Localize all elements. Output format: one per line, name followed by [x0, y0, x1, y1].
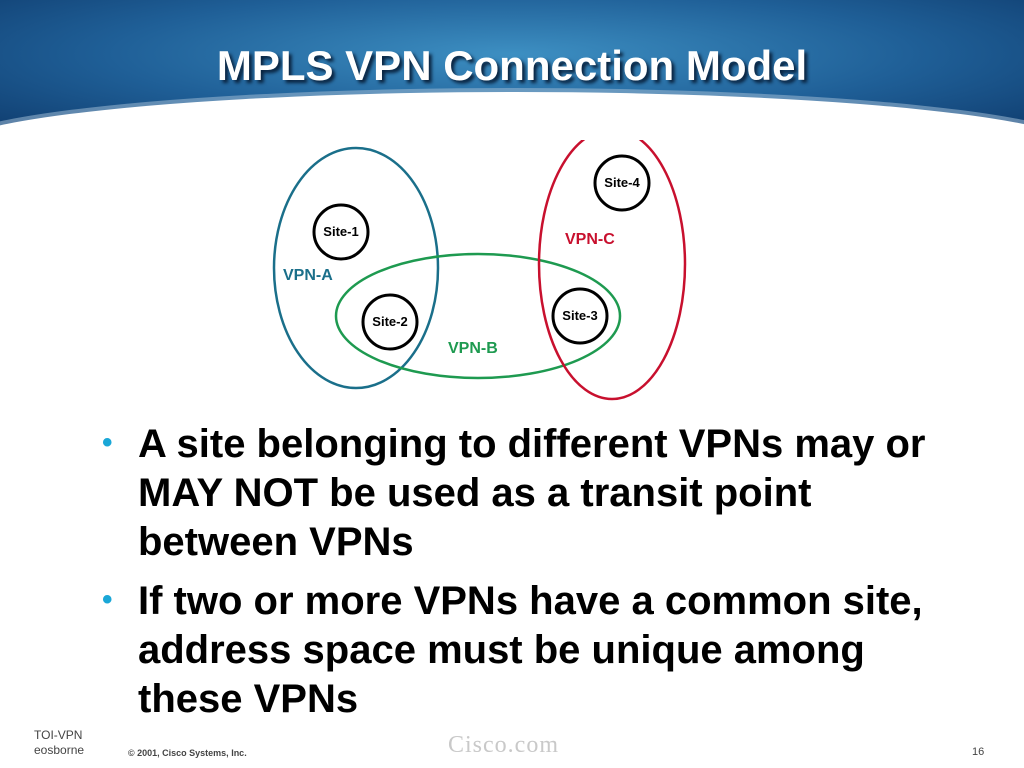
footer-course-info: TOI-VPN eosborne: [34, 728, 84, 758]
bullet-text: A site belonging to different VPNs may o…: [138, 422, 926, 564]
bullet-item: • A site belonging to different VPNs may…: [100, 420, 960, 567]
bullet-list: • A site belonging to different VPNs may…: [100, 420, 960, 734]
bullet-dot-icon: •: [102, 426, 113, 459]
vpn-b-label: VPN-B: [448, 340, 498, 357]
bullet-dot-icon: •: [102, 583, 113, 616]
bullet-text: If two or more VPNs have a common site, …: [138, 579, 923, 721]
site-3-label: Site-3: [562, 308, 597, 323]
site-2-label: Site-2: [372, 314, 407, 329]
banner-curve: [0, 92, 1024, 135]
vpn-b-boundary: [334, 252, 622, 380]
site-4-label: Site-4: [604, 175, 640, 190]
title-banner: [0, 0, 1024, 135]
vpn-a-boundary: [272, 146, 440, 390]
vpn-diagram: VPN-A VPN-B VPN-C Site-1 Site-2 Site-3 S…: [272, 140, 687, 401]
footer-course-code: TOI-VPN: [34, 728, 83, 742]
footer-author: eosborne: [34, 743, 85, 757]
vpn-c-boundary: [537, 140, 687, 401]
bullet-item: • If two or more VPNs have a common site…: [100, 577, 960, 724]
site-3-node: Site-3: [551, 287, 609, 345]
vpn-c-label: VPN-C: [565, 231, 615, 248]
site-1-node: Site-1: [312, 203, 370, 261]
vpn-a-label: VPN-A: [283, 267, 333, 284]
footer-copyright: © 2001, Cisco Systems, Inc.: [128, 748, 247, 758]
slide-title: MPLS VPN Connection Model: [216, 42, 808, 89]
site-1-label: Site-1: [323, 224, 358, 239]
footer-brand-logo: Cisco.com: [448, 732, 559, 758]
site-2-node: Site-2: [361, 293, 419, 351]
page-number: 16: [972, 746, 985, 758]
site-4-node: Site-4: [593, 154, 651, 212]
